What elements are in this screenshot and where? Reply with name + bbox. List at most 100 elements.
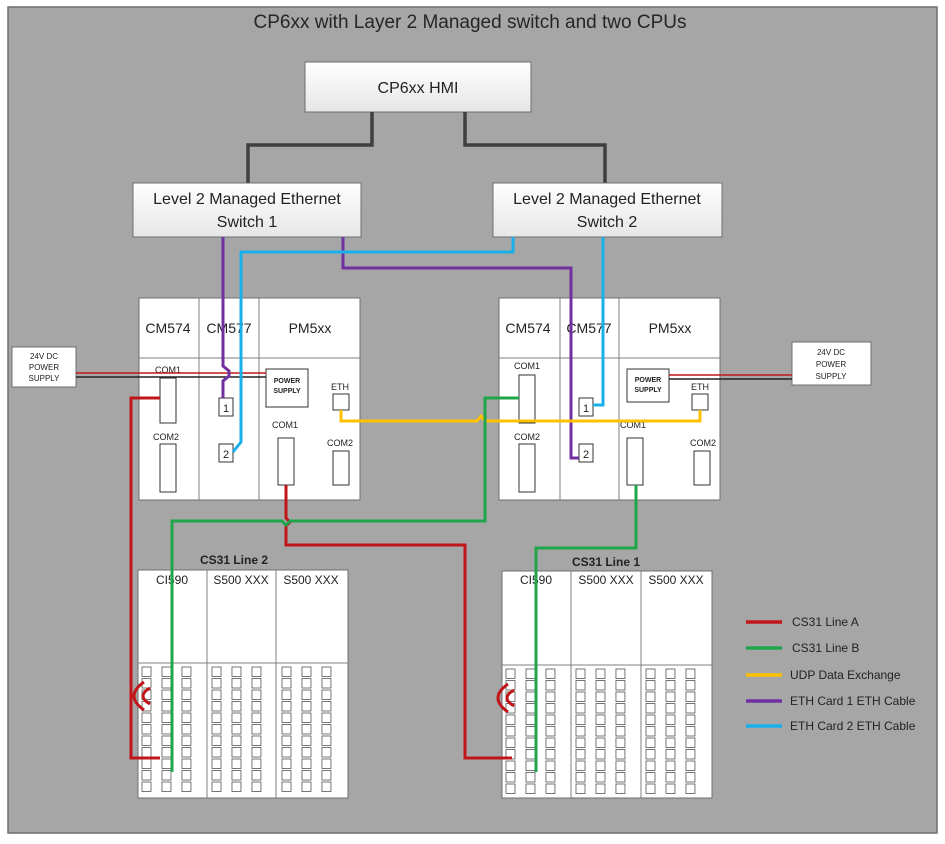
io-line-1-terminal-slot [595, 737, 606, 748]
io-line-2-terminal-slot [181, 781, 192, 792]
io-line-1-module-s500-a: S500 XXX [578, 573, 633, 587]
io-line-1-terminal-slot [545, 772, 556, 783]
io-line-2-terminal-slot [321, 678, 332, 689]
io-line-1-terminal-column [525, 668, 536, 794]
io-line-2-terminal-slot [281, 689, 292, 700]
io-line-2-terminal-slot [281, 770, 292, 781]
io-line-2-terminal-slot [211, 701, 222, 712]
io-line-1-terminal-column [665, 668, 676, 794]
io-line-1-terminal-slot [595, 783, 606, 794]
ext-supply-right-line2: POWER [816, 360, 846, 369]
io-line-2-terminal-slot [251, 758, 262, 769]
io-line-2-terminal-slot [181, 689, 192, 700]
io-line-1-terminal-slot [645, 668, 656, 679]
io-line-2-terminal-slot [211, 689, 222, 700]
switch-1-label-line1: Level 2 Managed Ethernet [153, 191, 341, 208]
io-line-1-terminal-column [575, 668, 586, 794]
legend: CS31 Line A CS31 Line B UDP Data Exchang… [746, 615, 916, 733]
io-line-1-terminal-slot [665, 760, 676, 771]
io-line-1-terminal-slot [575, 749, 586, 760]
io-line-1-terminal-slot [615, 691, 626, 702]
io-line-1-terminal-slot [525, 749, 536, 760]
io-line-2-terminal-slot [211, 724, 222, 735]
io-line-2-terminal-slot [231, 701, 242, 712]
io-line-1-terminal-slot [685, 668, 696, 679]
cs31-line-a-loop-right-2 [496, 682, 509, 714]
io-line-2-terminal-slot [161, 689, 172, 700]
cpu2-module-cm577: CM577 [566, 320, 611, 336]
io-line-1-terminal-slot [505, 783, 516, 794]
cpu2-cm577-port-1-label: 1 [583, 403, 589, 415]
cs31-line-b-cpu2-pm-to-line1 [534, 485, 638, 772]
cpu2-power-supply-line1: POWER [635, 377, 661, 384]
io-line-2-terminal-slot [211, 666, 222, 677]
io-line-1-terminal-slot [595, 749, 606, 760]
hmi-switch1-cable [246, 112, 374, 183]
cpu1-pm-com2-label: COM2 [327, 438, 353, 448]
io-line-1-terminal-slot [525, 772, 536, 783]
cpu1-pm-com1-label: COM1 [272, 420, 298, 430]
io-line-2-terminal-slot [161, 735, 172, 746]
eth-card2-cable-switch2-cpu2 [593, 237, 605, 407]
io-line-2-terminal-slot [181, 678, 192, 689]
cpu2-module-pm5xx: PM5xx [649, 320, 692, 336]
io-line-2-terminal-slot [251, 678, 262, 689]
io-line-1-terminal-slot [615, 737, 626, 748]
io-line-2-terminal-slot [181, 712, 192, 723]
cpu1-cm574-com2-label: COM2 [153, 432, 179, 442]
io-line-1-terminal-column [545, 668, 556, 794]
cpu1-module-cm577: CM577 [206, 320, 251, 336]
io-line-1-terminal-slot [665, 783, 676, 794]
eth-card1-cables [221, 237, 579, 460]
cpu1-pm-eth-port [332, 393, 350, 411]
io-line-1-terminal-slot [545, 749, 556, 760]
cpu2-pm-com1-label: COM1 [620, 420, 646, 430]
switch-2: Level 2 Managed Ethernet Switch 2 [492, 182, 723, 238]
cpu2-cm574-com2-label: COM2 [514, 432, 540, 442]
io-rack-line-1: CS31 Line 1 CI590 S500 XXX S500 XXX [501, 555, 713, 799]
cpu1-cm577-port-2-label: 2 [223, 449, 229, 461]
io-line-2-module-s500-a: S500 XXX [213, 573, 268, 587]
eth-card1-cable-switch1-cpu2 [341, 237, 579, 460]
io-line-1-terminal-slot [575, 703, 586, 714]
hmi-box: CP6xx HMI [304, 61, 532, 113]
io-line-2-terminal-slot [321, 712, 332, 723]
cpu2-cm577-port-2 [578, 443, 594, 463]
cpu2-power-supply [626, 368, 670, 403]
io-line-1-terminal-slot [685, 703, 696, 714]
io-line-1-terminal-slot [545, 680, 556, 691]
io-line-2-terminal-slot [161, 758, 172, 769]
io-line-2-terminal-slot [321, 701, 332, 712]
cpu1-module-pm5xx: PM5xx [289, 320, 332, 336]
cpu1-power-supply-line1: POWER [274, 378, 300, 385]
io-line-2-title: CS31 Line 2 [200, 553, 268, 567]
cs31-line-a-cpu1-to-line2 [129, 396, 160, 760]
io-line-2-terminal-slot [211, 712, 222, 723]
switch-2-label-line1: Level 2 Managed Ethernet [513, 191, 701, 208]
io-line-2-terminal-slot [231, 712, 242, 723]
cpu1-power-supply-line2: SUPPLY [273, 388, 301, 395]
io-line-1-terminal-slot [575, 783, 586, 794]
io-line-2-terminal-slot [281, 678, 292, 689]
io-line-2-terminal-slot [181, 701, 192, 712]
cpu2-cm577-port-2-label: 2 [583, 449, 589, 461]
io-line-1-terminal-slot [595, 680, 606, 691]
io-line-2-terminal-slot [251, 701, 262, 712]
hmi-cables [246, 112, 607, 183]
io-line-2-terminal-slot [231, 781, 242, 792]
io-line-2-terminal-column [211, 666, 222, 792]
io-line-2-terminal-slot [301, 701, 312, 712]
io-line-2-terminal-slot [211, 735, 222, 746]
cpu-rack-2: CM574 CM577 PM5xx COM1 COM2 1 2 POWER SU… [498, 297, 721, 501]
io-line-1-terminal-slot [545, 703, 556, 714]
io-line-1-terminal-slot [685, 680, 696, 691]
io-line-2-terminal-column [251, 666, 262, 792]
hmi-switch2-cable [463, 112, 607, 183]
io-line-1-terminal-slot [615, 680, 626, 691]
hmi-label: CP6xx HMI [378, 80, 459, 97]
cpu2-cm574-com1-port [518, 374, 536, 424]
io-line-1-terminal-column [505, 668, 516, 794]
io-line-2-terminal-slot [141, 747, 152, 758]
legend-label-cs31-line-a: CS31 Line A [792, 615, 859, 629]
